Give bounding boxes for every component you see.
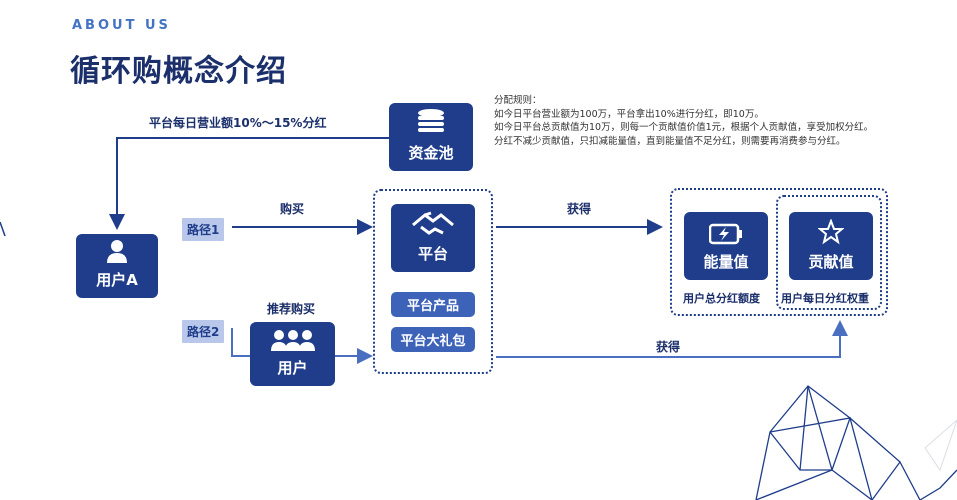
recommend-buy-label: 推荐购买 — [267, 302, 316, 316]
contribution-caption: 用户每日分红权重 — [781, 292, 869, 305]
platform-group — [373, 189, 493, 374]
user-label: 用户 — [277, 359, 308, 377]
energy-node[interactable]: 能量值 — [684, 212, 768, 280]
user-a-label: 用户A — [96, 271, 138, 289]
contribution-label: 贡献值 — [808, 253, 854, 271]
rules-line-2: 如今日平台总贡献值为10万，则每一个贡献值价值1元，根据个人贡献值，享受加权分红… — [494, 122, 874, 133]
handshake-icon — [412, 211, 454, 235]
obtain-top-label: 获得 — [567, 202, 592, 216]
distribution-rules: 分配规则： 如今日平台营业额为100万，平台拿出10%进行分红，即10万。 如今… — [494, 94, 873, 148]
user-node[interactable]: 用户 — [250, 322, 335, 386]
group-icon — [270, 330, 315, 351]
pool-to-user-a-line — [109, 137, 389, 230]
page-title: 循环购概念介绍 — [70, 54, 287, 89]
rules-heading: 分配规则： — [494, 95, 542, 106]
obtain-bottom-line — [496, 320, 848, 358]
fund-pool-label: 资金池 — [408, 144, 454, 162]
person-icon — [107, 240, 127, 263]
platform-product-button[interactable]: 平台产品 — [391, 292, 475, 317]
daily-share-label: 平台每日营业额10%～15%分红 — [149, 116, 327, 130]
contribution-node[interactable]: 贡献值 — [789, 212, 873, 280]
battery-bolt-icon — [709, 223, 742, 245]
contribution-group — [776, 195, 882, 310]
platform-gift-button[interactable]: 平台大礼包 — [391, 327, 475, 352]
path2-line — [231, 328, 250, 357]
rules-line-1: 如今日平台营业额为100万，平台拿出10%进行分红，即10万。 — [494, 108, 764, 120]
path1-tag: 路径1 — [182, 218, 225, 241]
polygon-mesh-decoration — [755, 385, 957, 500]
star-icon — [818, 219, 844, 245]
eyebrow-label: ABOUT US — [72, 18, 171, 33]
faint-mesh-decoration — [924, 419, 957, 472]
rewards-group — [670, 188, 888, 316]
rules-line-3: 分红不减少贡献值，只扣减能量值，直到能量值不足分红，则需要再消费参与分红。 — [494, 135, 846, 147]
energy-caption: 用户总分红额度 — [683, 292, 760, 305]
energy-label: 能量值 — [703, 253, 749, 271]
coin-stack-icon — [418, 109, 444, 132]
obtain-bottom-label: 获得 — [656, 340, 681, 354]
path2-tag: 路径2 — [182, 320, 225, 343]
buy-label: 购买 — [280, 202, 305, 216]
user-a-node[interactable]: 用户A — [76, 234, 158, 298]
platform-label: 平台 — [417, 245, 448, 263]
edge-mark — [0, 221, 6, 237]
fund-pool-node[interactable]: 资金池 — [389, 103, 473, 171]
platform-node[interactable]: 平台 — [391, 204, 475, 272]
